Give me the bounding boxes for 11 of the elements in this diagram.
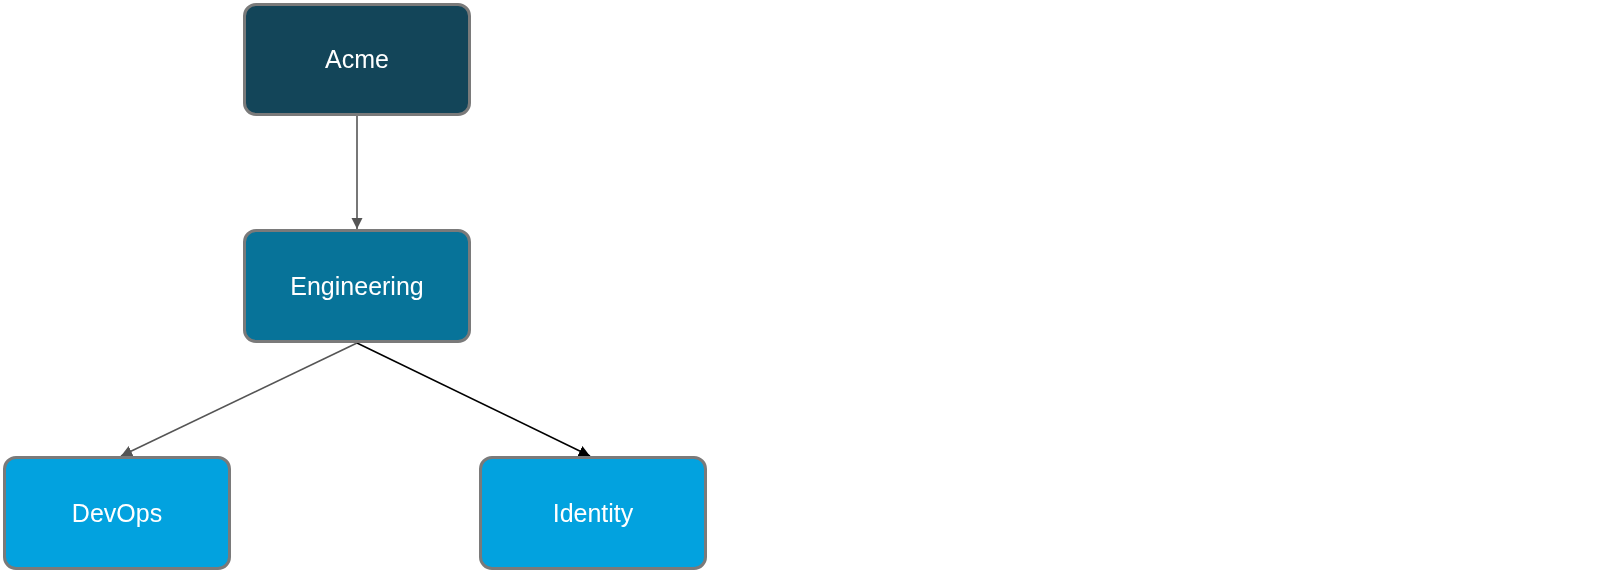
node-label: DevOps	[71, 498, 163, 528]
arrow	[120, 342, 358, 457]
node-label: Identity	[552, 498, 634, 528]
arrow	[356, 342, 591, 457]
org-box	[3, 456, 231, 570]
arrow	[351, 115, 363, 230]
org-box	[243, 229, 471, 343]
org-box	[243, 3, 471, 116]
node-label: Acme	[325, 45, 389, 74]
org-box	[479, 456, 707, 570]
node-label: Engineering	[290, 271, 424, 301]
